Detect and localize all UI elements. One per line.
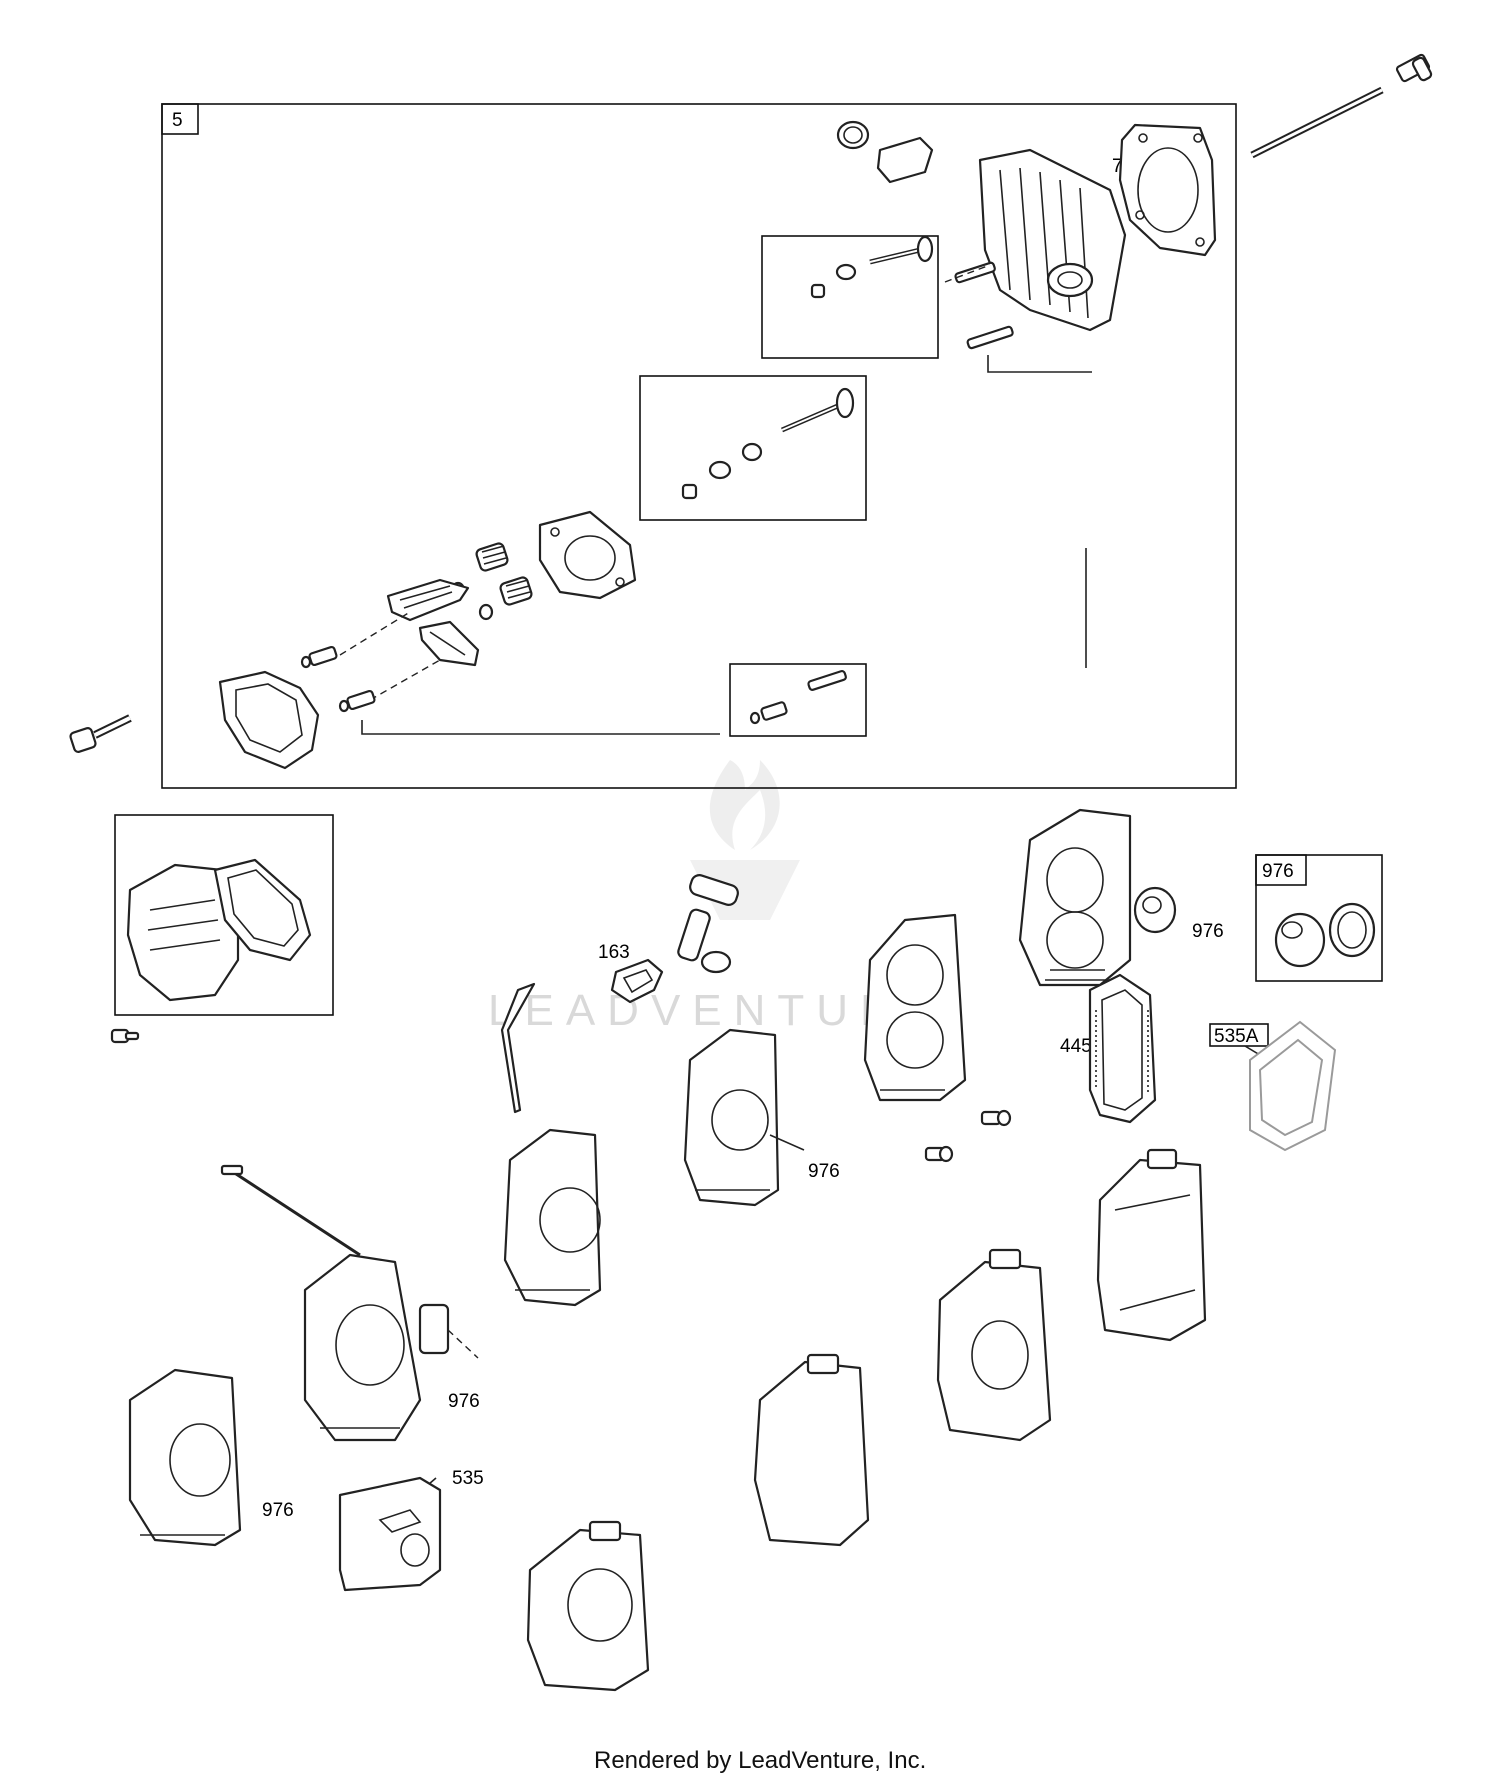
rocker-stud[interactable] (954, 261, 996, 284)
paper-filter-445[interactable] (1088, 973, 1157, 1124)
callout-7[interactable]: 7 (1112, 156, 1123, 177)
exhaust-valve[interactable] (869, 235, 934, 265)
valve-spring[interactable] (475, 542, 509, 572)
air-filter-cap[interactable] (1274, 912, 1326, 968)
valve-keeper[interactable] (810, 283, 826, 299)
watermark-text: LEADVENTURE (488, 986, 945, 1035)
air-cleaner-base-upper[interactable] (1018, 808, 1132, 987)
head-gasket-7[interactable] (1118, 123, 1217, 257)
callout-976-lower-left[interactable]: 976 (262, 1500, 294, 1521)
valve-spring[interactable] (499, 576, 533, 606)
callout-535A[interactable]: 535A (1214, 1026, 1259, 1047)
breather-cap[interactable] (1133, 886, 1177, 934)
spring-cap[interactable] (478, 603, 494, 621)
filter-clamp-ring[interactable] (1328, 902, 1376, 958)
breather-tube[interactable] (500, 982, 536, 1114)
air-filter-cover-upper-right[interactable] (1096, 1148, 1207, 1342)
assembly-box-5 (161, 103, 1237, 789)
exhaust-valve-box (761, 235, 939, 359)
rocker-stud[interactable] (966, 325, 1014, 350)
callout-976-center[interactable]: 976 (808, 1161, 840, 1182)
rocker-arm[interactable] (386, 578, 470, 622)
air-filter-cover-mid-right[interactable] (936, 1248, 1052, 1442)
rocker-cover-gasket[interactable] (218, 670, 320, 770)
leadventure-watermark-logo (690, 760, 800, 920)
callout-5[interactable]: 5 (172, 110, 183, 131)
cover-screw[interactable] (924, 1145, 954, 1163)
choke-rod[interactable] (220, 1164, 361, 1257)
callout-976-header[interactable]: 976 (1262, 861, 1294, 882)
callout-976-left[interactable]: 976 (448, 1391, 480, 1412)
valve-keeper[interactable] (681, 483, 698, 500)
callout-535[interactable]: 535 (452, 1468, 484, 1489)
long-head-bolt[interactable] (1250, 53, 1433, 159)
choke-link[interactable] (677, 873, 740, 974)
cover-screw[interactable] (980, 1109, 1012, 1127)
air-cleaner-base-left[interactable] (303, 1253, 450, 1442)
rocker-arm[interactable] (418, 620, 480, 667)
callout-445[interactable]: 445 (1060, 1036, 1092, 1057)
air-cleaner-base-mid-left[interactable] (503, 1128, 602, 1307)
rocker-cover[interactable] (126, 863, 240, 1002)
foam-pre-cleaner-535[interactable] (338, 1476, 442, 1592)
footer-credit: Rendered by LeadVenture, Inc. (594, 1747, 926, 1774)
valve-retainer[interactable] (708, 460, 732, 480)
kit-976-box (1255, 854, 1383, 982)
callout-976-upper[interactable]: 976 (1192, 921, 1224, 942)
air-filter-cover-bottom[interactable] (526, 1520, 650, 1692)
rocker-cover-plate[interactable] (538, 510, 637, 600)
air-filter-cover-center[interactable] (753, 1353, 870, 1547)
intake-valve[interactable] (781, 387, 855, 433)
valve-retainer[interactable] (835, 263, 857, 281)
rocker-stud[interactable] (338, 689, 376, 713)
air-cleaner-base-middle[interactable] (863, 913, 967, 1102)
callout-163[interactable]: 163 (598, 942, 630, 963)
kit-976-header (1255, 854, 1307, 886)
intake-valve-box (639, 375, 867, 521)
callout-box-5 (161, 103, 199, 135)
o-ring[interactable] (836, 120, 870, 150)
bracket-163[interactable] (610, 958, 664, 1004)
cylinder-head-bolt[interactable] (69, 714, 132, 753)
rocker-cover-gasket[interactable] (213, 858, 312, 962)
air-cleaner-base-lower-left[interactable] (128, 1368, 242, 1547)
callout-box-535A (1209, 1023, 1269, 1047)
air-cleaner-base-center[interactable] (683, 1028, 780, 1207)
rocker-stud[interactable] (807, 670, 847, 691)
rocker-stud[interactable] (300, 645, 338, 669)
pre-cleaner-535A[interactable] (1249, 1020, 1337, 1152)
valve-seal[interactable] (741, 442, 763, 462)
cylinder-head[interactable] (978, 148, 1127, 332)
adjusting-nut[interactable] (749, 701, 788, 725)
cover-screw[interactable] (110, 1028, 140, 1044)
rocker-cover-box (114, 814, 334, 1016)
stud-sub-box (729, 663, 867, 737)
small-gasket[interactable] (876, 136, 934, 184)
